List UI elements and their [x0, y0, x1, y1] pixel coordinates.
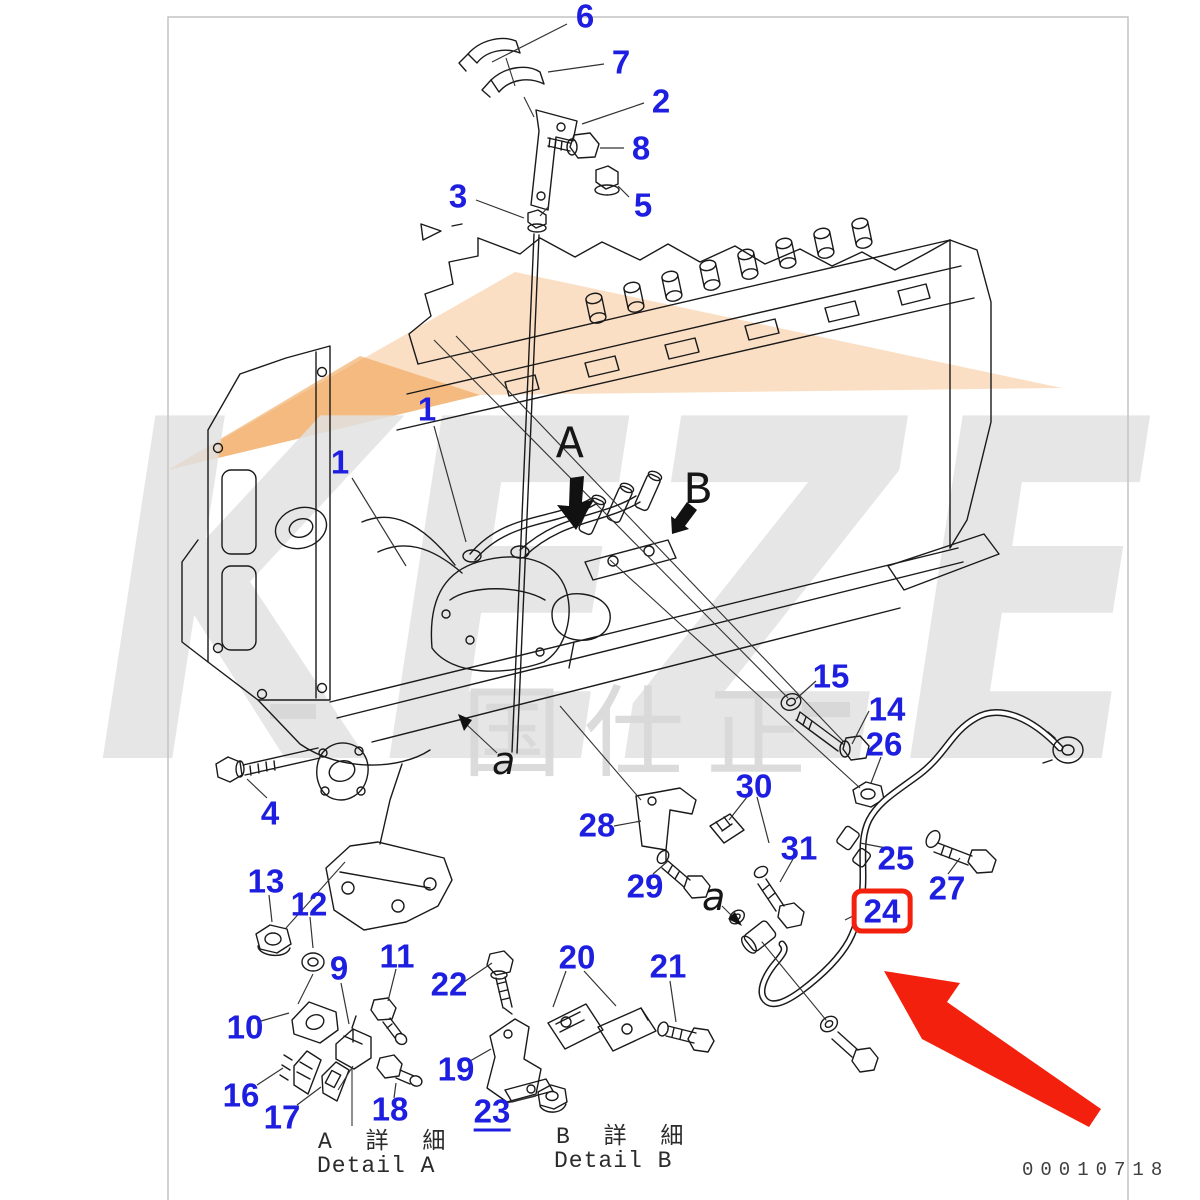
- detail-a-label-en: Detail A: [317, 1153, 436, 1179]
- callout-8: 8: [631, 129, 651, 167]
- drawing-letter-B: B: [684, 465, 712, 517]
- leader-line-19: [469, 1048, 492, 1062]
- callout-26: 26: [865, 725, 903, 763]
- leader-line-12: [309, 916, 314, 949]
- callout-14: 14: [868, 690, 906, 728]
- callout-28: 28: [578, 806, 616, 844]
- leader-line-16: [256, 1067, 284, 1086]
- callout-7: 7: [611, 43, 631, 81]
- watermark-dash-right: [802, 702, 850, 717]
- callout-17: 17: [263, 1098, 301, 1136]
- support-bracket: [325, 763, 453, 931]
- watermark-brand-text: KEZE: [95, 322, 1155, 869]
- callout-11: 11: [379, 937, 415, 975]
- callout-5: 5: [633, 186, 653, 224]
- leader-line-9: [340, 982, 350, 1025]
- leader-line-22: [463, 962, 493, 983]
- leader-line-30: [728, 796, 748, 821]
- document-number: 00010718: [1022, 1159, 1170, 1181]
- callout-30: 30: [735, 767, 773, 805]
- leader-line-30: [756, 796, 770, 844]
- drawing-letter-A: A: [556, 419, 584, 471]
- callout-18: 18: [371, 1090, 409, 1128]
- watermark-dash-left: [270, 704, 316, 719]
- leader-line-25: [859, 842, 887, 849]
- callout-12: 12: [290, 885, 328, 923]
- leader-line-27: [947, 857, 961, 875]
- front-plate: [181, 345, 431, 766]
- callout-22: 22: [430, 965, 468, 1003]
- detail-a-label-jp: A 詳 細: [318, 1129, 456, 1155]
- small-parts: [215, 37, 997, 1113]
- engine-block-drawing: [181, 217, 1000, 931]
- leader-line-23: [506, 1095, 537, 1104]
- leader-line-2: [581, 102, 645, 125]
- leader-line-20: [583, 970, 617, 1007]
- leader-line-4: [246, 778, 268, 799]
- assembly-lines: [285, 57, 861, 1126]
- callout-10: 10: [226, 1008, 264, 1046]
- leader-line-18: [393, 1082, 397, 1099]
- view-marker-arrows: [458, 476, 742, 926]
- callout-23: 23: [473, 1092, 511, 1132]
- highlight-arrow: [884, 971, 1101, 1127]
- marker-arrow-B: [671, 502, 697, 534]
- flange-gasket: [316, 742, 369, 801]
- callout-1: 1: [417, 390, 437, 428]
- watermark-swoosh-tip: [168, 356, 480, 470]
- leader-line-5: [617, 185, 630, 198]
- leader-line-7: [547, 63, 605, 73]
- injection-pump: [361, 470, 677, 672]
- callout-leader-lines: [246, 23, 961, 1106]
- leader-line-10: [260, 1012, 290, 1022]
- leader-line-1: [433, 425, 467, 543]
- valve-row: [585, 217, 873, 324]
- callout-21: 21: [649, 947, 687, 985]
- drawing-letter-a2: a: [702, 875, 726, 919]
- callout-16: 16: [222, 1076, 260, 1114]
- leader-line-17: [296, 1086, 322, 1106]
- leader-line-31: [779, 858, 794, 883]
- callout-25: 25: [877, 839, 915, 877]
- watermark-cjk-text: 国仕正: [462, 675, 828, 792]
- leader-line-20: [552, 970, 567, 1008]
- callout-19: 19: [437, 1050, 475, 1088]
- marker-arrow-A: [557, 476, 594, 530]
- leader-line-3: [475, 199, 525, 219]
- detail-b-label-en: Detail B: [554, 1148, 673, 1174]
- callout-3: 3: [448, 177, 468, 215]
- callout-1: 1: [330, 443, 350, 481]
- leader-line-28: [613, 820, 642, 827]
- leader-line-26: [870, 756, 882, 784]
- leader-line-29: [652, 860, 669, 875]
- callout-6: 6: [575, 0, 595, 35]
- marker-arrow-a1: [458, 714, 472, 731]
- leader-line-11: [387, 968, 397, 1002]
- marker-arrow-a2: [728, 912, 742, 926]
- leader-line-21: [669, 980, 677, 1023]
- callout-29: 29: [626, 867, 664, 905]
- detail-b-label-jp: B 詳 細: [556, 1124, 694, 1150]
- leader-line-13: [268, 894, 273, 923]
- callout-15: 15: [812, 657, 850, 695]
- leader-line-6: [491, 23, 568, 63]
- leader-line-15: [795, 680, 817, 700]
- callout-9: 9: [329, 949, 349, 987]
- leader-line-14: [851, 710, 870, 745]
- drawing-letter-a1: a: [492, 739, 516, 783]
- callout-27: 27: [928, 869, 966, 907]
- callout-31: 31: [780, 829, 818, 867]
- page-frame-border: [167, 16, 1129, 1200]
- callout-2: 2: [651, 82, 671, 120]
- callout-24: 24: [851, 888, 913, 934]
- callout-4: 4: [260, 794, 280, 832]
- leader-line-1: [351, 477, 407, 567]
- callout-13: 13: [247, 862, 285, 900]
- callout-20: 20: [558, 938, 596, 976]
